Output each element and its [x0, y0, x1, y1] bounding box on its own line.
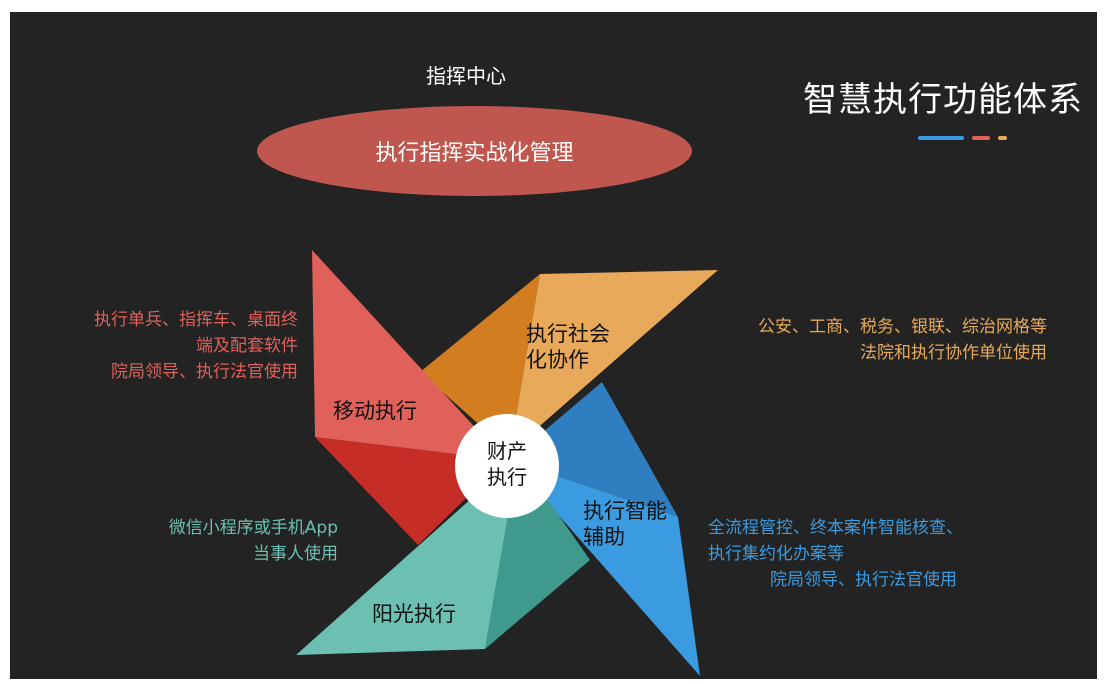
command-center-text: 执行指挥实战化管理	[375, 141, 574, 166]
blade-mobile-label: 移动执行	[333, 399, 417, 423]
page-title: 智慧执行功能体系	[803, 80, 1083, 120]
blade-smart-label: 执行智能 辅助	[583, 498, 667, 551]
blade-social-dark	[420, 274, 540, 452]
accent-bar-blue	[918, 136, 964, 140]
blade-smart-label-line1: 执行智能	[583, 499, 667, 523]
blade-social-label-line1: 执行社会	[526, 322, 610, 346]
mobile-notes: 执行单兵、指挥车、桌面终 端及配套软件 院局领导、执行法官使用	[94, 307, 298, 385]
smart-note-1: 全流程管控、终本案件智能核查、	[708, 518, 963, 538]
diagram-canvas: 智慧执行功能体系 指挥中心 执行指挥实战化管理 财产 执行 移动执行 执行社会 …	[10, 12, 1097, 679]
mobile-note-3: 院局领导、执行法官使用	[111, 362, 298, 382]
smart-notes: 全流程管控、终本案件智能核查、 执行集约化办案等 院局领导、执行法官使用	[708, 515, 963, 593]
hub-line2: 执行	[487, 465, 527, 489]
mobile-note-2: 端及配套软件	[196, 336, 298, 356]
accent-bar-orange	[998, 136, 1007, 140]
blade-mobile-light	[312, 250, 505, 460]
smart-note-2: 执行集约化办案等	[708, 544, 844, 564]
blade-social-light	[510, 270, 718, 452]
smart-note-3: 院局领导、执行法官使用	[770, 570, 957, 590]
sunshine-notes: 微信小程序或手机App 当事人使用	[169, 515, 338, 567]
command-center-label: 指挥中心	[426, 64, 506, 88]
hub-circle: 财产 执行	[455, 414, 559, 518]
mobile-note-1: 执行单兵、指挥车、桌面终	[94, 310, 298, 330]
social-note-2: 法院和执行协作单位使用	[860, 343, 1047, 363]
social-note-1: 公安、工商、税务、银联、综治网格等	[758, 317, 1047, 337]
blade-social-label-line2: 化协作	[526, 348, 589, 373]
sunshine-note-2: 当事人使用	[253, 544, 338, 564]
accent-bar-red	[972, 136, 990, 140]
blade-smart-dark	[510, 382, 678, 517]
sunshine-note-1: 微信小程序或手机App	[168, 518, 338, 538]
social-notes: 公安、工商、税务、银联、综治网格等 法院和执行协作单位使用	[758, 314, 1047, 366]
blade-smart-label-line2: 辅助	[583, 525, 625, 550]
hub-line1: 财产	[487, 439, 527, 463]
command-center-ellipse: 执行指挥实战化管理	[257, 106, 692, 196]
hub-label: 财产 执行	[455, 438, 559, 490]
blade-social-label: 执行社会 化协作	[526, 321, 610, 374]
blade-sunshine-label: 阳光执行	[372, 602, 456, 626]
blade-sunshine-light	[296, 457, 518, 655]
windmill-graphic	[296, 250, 718, 676]
